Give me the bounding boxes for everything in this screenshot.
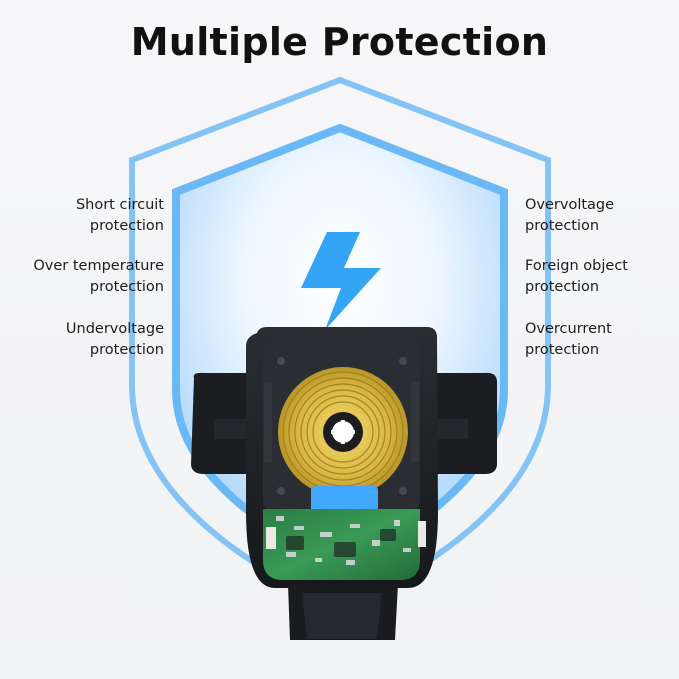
feature-overcurrent: Overcurrent protection bbox=[525, 321, 612, 358]
page-title: Multiple Protection bbox=[130, 20, 549, 64]
mount-base bbox=[288, 584, 398, 640]
feature-undervoltage: Undervoltage protection bbox=[65, 321, 164, 358]
feature-foreign-object: Foreign object protection bbox=[525, 258, 628, 295]
lightning-icon bbox=[301, 232, 381, 330]
feature-short-circuit: Short circuit protection bbox=[75, 197, 164, 234]
feature-overvoltage: Overvoltage protection bbox=[525, 197, 615, 234]
gear-icon bbox=[331, 420, 355, 444]
wireless-charger-image bbox=[246, 327, 438, 588]
feature-over-temperature: Over temperature protection bbox=[33, 258, 164, 295]
